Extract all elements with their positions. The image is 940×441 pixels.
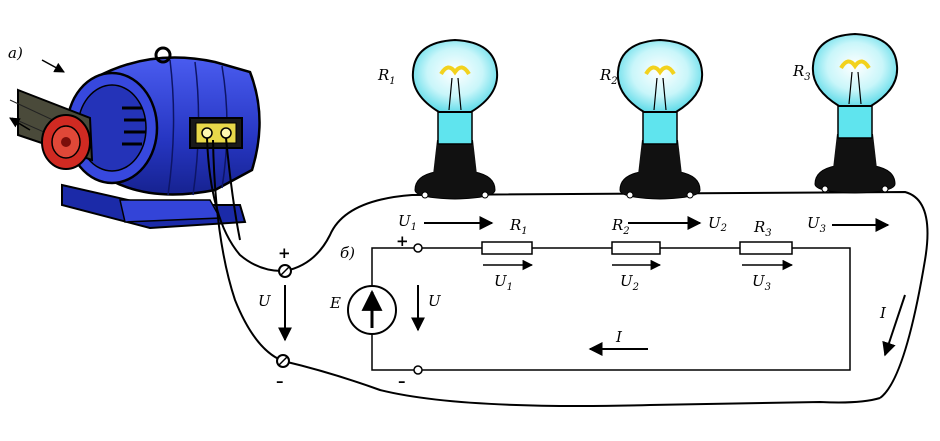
schematic-plus-label: + xyxy=(396,232,409,250)
voltage-total-label: U xyxy=(258,292,272,310)
lamp-3 xyxy=(811,32,899,194)
resistor-2-label: R2 xyxy=(611,216,630,237)
generator xyxy=(9,46,261,230)
schematic-terminal-plus xyxy=(413,243,423,253)
resistor-1-label: R1 xyxy=(509,216,528,237)
schematic-terminal-minus xyxy=(413,365,423,375)
resistor-3-label: R3 xyxy=(753,218,772,239)
plus-label: + xyxy=(278,244,291,262)
emf-label: E xyxy=(329,294,341,312)
resistor-2 xyxy=(611,241,661,255)
current-arrow-right xyxy=(882,294,906,357)
panel-a-label: а) xyxy=(8,44,23,62)
lamp-voltage-3-label: U3 xyxy=(807,214,826,235)
resistor-voltage-1-label: U1 xyxy=(494,272,513,293)
current-label-right: I xyxy=(879,304,887,322)
panel-b-label: б) xyxy=(340,244,355,262)
resistor-voltage-2-label: U2 xyxy=(620,272,639,293)
lamp-1-label: R1 xyxy=(377,66,396,87)
bottom-wire xyxy=(282,360,881,407)
schematic xyxy=(371,247,851,371)
schematic-minus-label: – xyxy=(398,372,406,390)
schematic-voltage-label: U xyxy=(428,292,442,310)
resistor-1 xyxy=(481,241,533,255)
lamp-voltage-2-label: U2 xyxy=(708,214,727,234)
schematic-current-label: I xyxy=(615,328,623,346)
lamp-1 xyxy=(411,38,499,200)
minus-label: – xyxy=(276,372,284,390)
lamp-voltage-1-label: U1 xyxy=(398,212,417,233)
top-wire xyxy=(284,190,929,399)
resistor-voltage-3-label: U3 xyxy=(752,272,771,293)
lamp-2-label: R2 xyxy=(599,66,618,87)
lamp-3-label: R3 xyxy=(792,62,811,83)
generator-leads xyxy=(206,137,286,362)
lamp-2 xyxy=(616,38,704,200)
resistor-3 xyxy=(739,241,793,255)
